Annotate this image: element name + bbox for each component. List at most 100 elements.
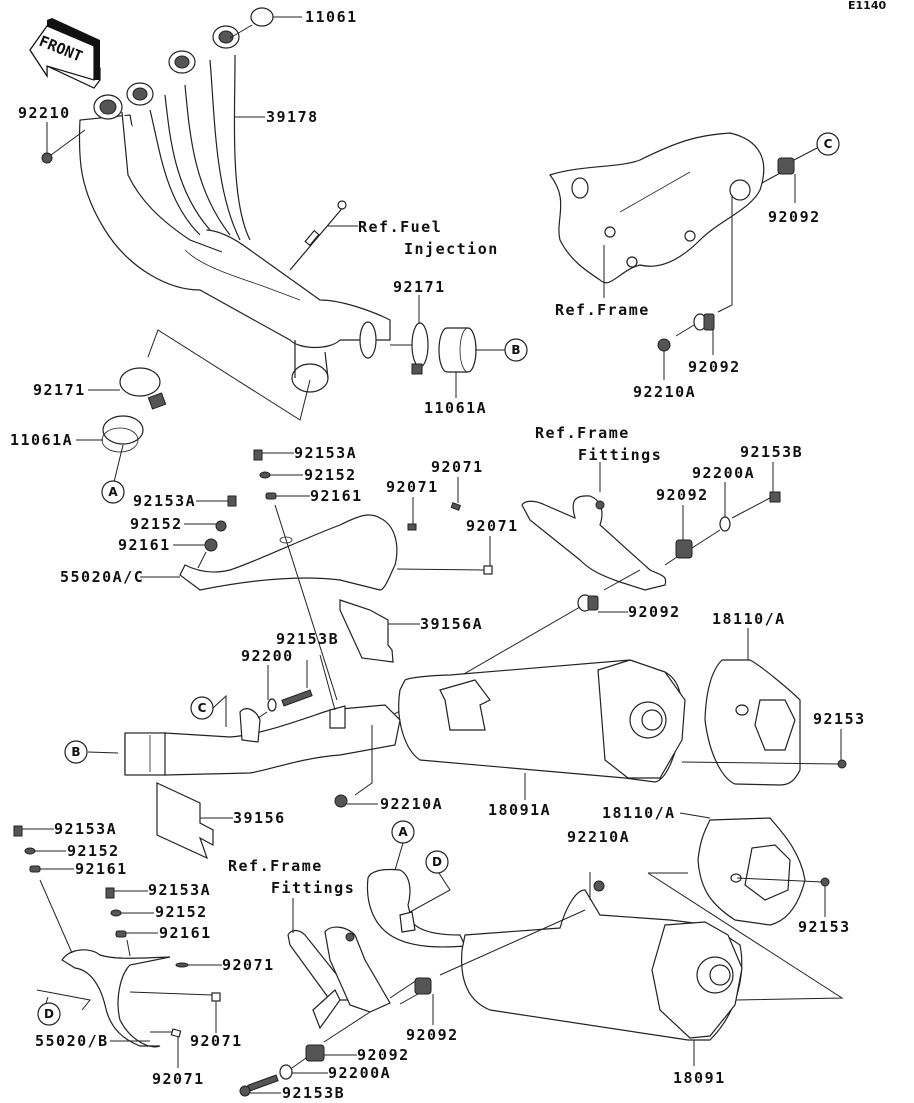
nut-92210A-top[interactable] <box>657 338 671 380</box>
frame-bracket-top <box>548 132 783 313</box>
heat-shield-39156[interactable] <box>156 782 233 860</box>
part-label-92153B-top[interactable]: 92153B <box>740 443 803 461</box>
callout-B-top[interactable]: B <box>504 338 528 362</box>
part-label-92071-mid2[interactable]: 92071 <box>431 458 484 476</box>
callout-D-lower[interactable]: D <box>425 850 449 874</box>
gasket-11061A-left[interactable] <box>76 415 144 483</box>
gasket-11061[interactable] <box>229 7 302 39</box>
callout-C-left[interactable]: C <box>190 696 214 720</box>
part-label-18110A-lower[interactable]: 18110/A <box>602 804 676 822</box>
small-fasteners-mid[interactable] <box>173 449 310 552</box>
muffler-18091[interactable] <box>439 872 743 1066</box>
ref-frame-fittings-lower-line2[interactable]: Fittings <box>271 879 355 897</box>
part-label-92171-right[interactable]: 92171 <box>393 278 446 296</box>
mount-hardware-lower[interactable] <box>239 1011 371 1097</box>
clamp-92171-left[interactable] <box>88 367 167 410</box>
part-label-11061[interactable]: 11061 <box>305 8 358 26</box>
part-label-55020B[interactable]: 55020/B <box>35 1032 109 1050</box>
part-label-92200A-low[interactable]: 92200A <box>328 1064 391 1082</box>
part-label-92161-low1[interactable]: 92161 <box>75 860 128 878</box>
part-label-92071-low3[interactable]: 92071 <box>152 1070 205 1088</box>
link-pipe[interactable] <box>87 694 401 776</box>
nut-92210[interactable] <box>41 122 86 164</box>
clamp-92171-right[interactable] <box>390 295 429 375</box>
callout-B-left[interactable]: B <box>64 740 88 764</box>
part-label-92071-low2[interactable]: 92071 <box>190 1032 243 1050</box>
callout-C-top[interactable]: C <box>816 132 840 156</box>
part-label-92153A-low1[interactable]: 92153A <box>54 820 117 838</box>
part-label-92210A-low[interactable]: 92210A <box>567 828 630 846</box>
part-label-92152-mid2[interactable]: 92152 <box>130 515 183 533</box>
part-label-39156A[interactable]: 39156A <box>420 615 483 633</box>
part-label-92092-low-left[interactable]: 92092 <box>357 1046 410 1064</box>
part-label-92153A-mid2[interactable]: 92153A <box>133 492 196 510</box>
ref-frame-fittings-top-line2[interactable]: Fittings <box>578 446 662 464</box>
part-label-92092-fitting[interactable]: 92092 <box>656 486 709 504</box>
part-label-18091[interactable]: 18091 <box>673 1069 726 1087</box>
frame-fittings-lower <box>287 898 421 1030</box>
svg-text:D: D <box>44 1007 54 1021</box>
part-label-92071-mid1[interactable]: 92071 <box>386 478 439 496</box>
part-label-92071-mid3[interactable]: 92071 <box>466 517 519 535</box>
part-label-92071-low1[interactable]: 92071 <box>222 956 275 974</box>
part-label-92200[interactable]: 92200 <box>241 647 294 665</box>
callout-A-left[interactable]: A <box>101 480 125 504</box>
front-arrow-icon: FRONT <box>29 18 101 89</box>
part-label-92200A-top[interactable]: 92200A <box>692 464 755 482</box>
exhaust-header-39178[interactable] <box>78 25 391 393</box>
callout-D-left[interactable]: D <box>37 1002 61 1026</box>
damper-92092-mid[interactable] <box>675 313 715 355</box>
part-label-18110A-top[interactable]: 18110/A <box>712 610 786 628</box>
link-pipe-lower[interactable] <box>366 842 466 948</box>
part-label-92171-left[interactable]: 92171 <box>33 381 86 399</box>
grommets-92071-mid[interactable] <box>396 477 493 575</box>
part-label-18091A[interactable]: 18091A <box>488 801 551 819</box>
ref-frame-fittings-lower-line1[interactable]: Ref.Frame <box>228 857 323 875</box>
part-label-92153-lower[interactable]: 92153 <box>798 918 851 936</box>
end-cap-18110A-top[interactable] <box>681 628 847 786</box>
mount-hardware-top-right[interactable] <box>675 462 781 559</box>
ref-fuel-injection-line1[interactable]: Ref.Fuel <box>358 218 442 236</box>
muffler-18091A[interactable] <box>398 659 686 800</box>
part-label-92092-lower[interactable]: 92092 <box>628 603 681 621</box>
part-label-39178[interactable]: 39178 <box>266 108 319 126</box>
small-fasteners-lower[interactable] <box>13 825 158 938</box>
part-label-11061A-left[interactable]: 11061A <box>10 431 73 449</box>
part-label-92152-mid1[interactable]: 92152 <box>304 466 357 484</box>
part-label-92152-low1[interactable]: 92152 <box>67 842 120 860</box>
damper-92092-low-right[interactable] <box>399 977 434 1025</box>
part-label-92210A-mid[interactable]: 92210A <box>380 795 443 813</box>
ref-frame-fittings-top-line1[interactable]: Ref.Frame <box>535 424 630 442</box>
part-label-92161-mid1[interactable]: 92161 <box>310 487 363 505</box>
damper-92092-top-right[interactable] <box>777 147 818 203</box>
part-label-92092-low-right[interactable]: 92092 <box>406 1026 459 1044</box>
part-label-92161-low2[interactable]: 92161 <box>159 924 212 942</box>
heat-shield-39156A[interactable] <box>339 599 420 663</box>
heat-guard-55020B[interactable] <box>36 879 171 1048</box>
nut-92210A-mid[interactable] <box>334 725 378 808</box>
part-label-92153A-low2[interactable]: 92153A <box>148 881 211 899</box>
part-label-92161-mid2[interactable]: 92161 <box>118 536 171 554</box>
part-label-92092-top-right[interactable]: 92092 <box>768 208 821 226</box>
part-label-92153B-mid[interactable]: 92153B <box>276 630 339 648</box>
grommets-92071-lower[interactable] <box>129 962 222 1068</box>
part-label-92210A-top[interactable]: 92210A <box>633 383 696 401</box>
ref-fuel-injection-line2[interactable]: Injection <box>404 240 499 258</box>
callout-A-lower[interactable]: A <box>391 820 415 844</box>
end-cap-18110A-lower[interactable] <box>647 812 844 1001</box>
gasket-11061A-right[interactable] <box>438 327 505 398</box>
ref-frame-top[interactable]: Ref.Frame <box>555 301 650 319</box>
part-label-11061A-right[interactable]: 11061A <box>424 399 487 417</box>
part-label-92153B-low[interactable]: 92153B <box>282 1084 345 1102</box>
part-label-92153A-mid1[interactable]: 92153A <box>294 444 357 462</box>
part-label-92153-top[interactable]: 92153 <box>813 710 866 728</box>
bolt-92200-92153B-mid[interactable] <box>267 654 336 712</box>
damper-92092-lower[interactable] <box>577 569 641 613</box>
part-label-92210[interactable]: 92210 <box>18 104 71 122</box>
frame-fittings-top <box>521 462 681 591</box>
heat-guard-55020A-C[interactable] <box>140 514 398 591</box>
part-label-92092-mid[interactable]: 92092 <box>688 358 741 376</box>
part-label-55020A-C[interactable]: 55020A/C <box>60 568 144 586</box>
part-label-92152-low2[interactable]: 92152 <box>155 903 208 921</box>
part-label-39156[interactable]: 39156 <box>233 809 286 827</box>
